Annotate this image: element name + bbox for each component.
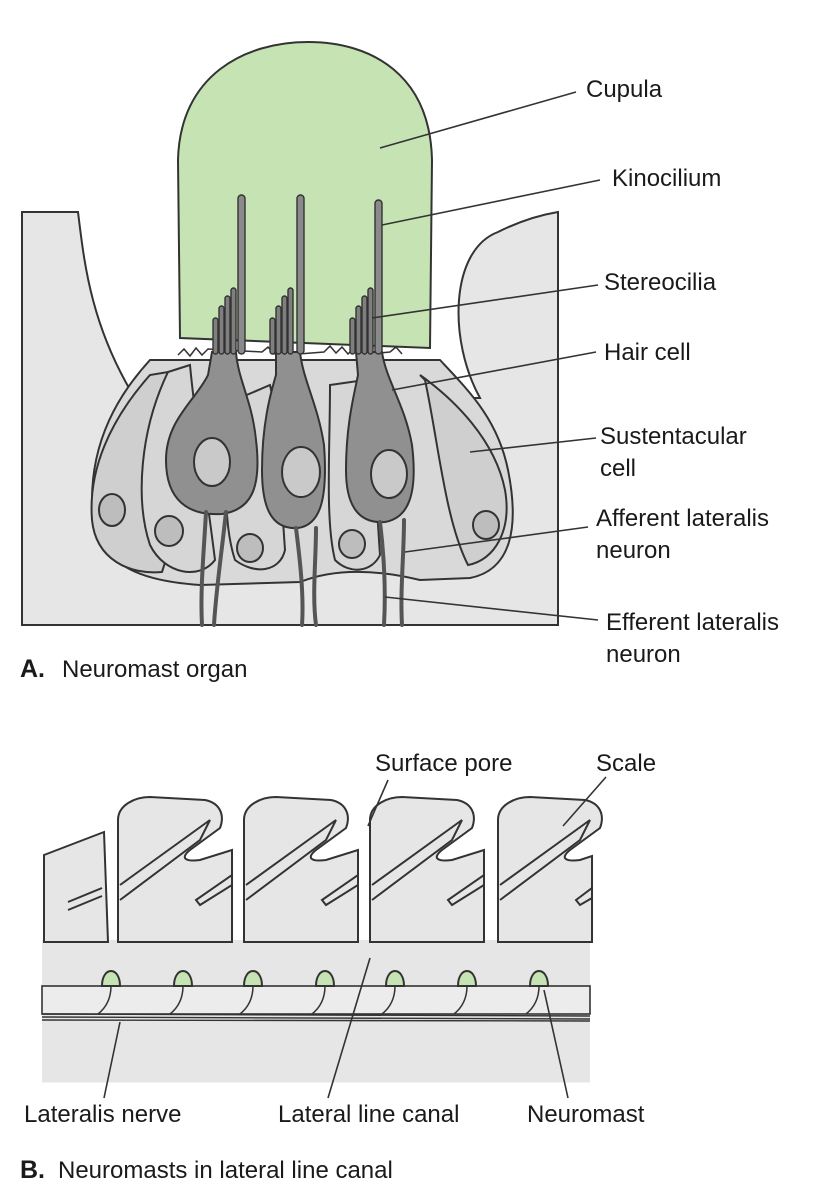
- label-cupula: Cupula: [586, 76, 663, 103]
- hair-cell-nucleus: [281, 446, 321, 498]
- hair-cell: [164, 351, 259, 516]
- nucleus: [236, 533, 264, 563]
- nucleus: [154, 515, 184, 547]
- label-efferent-neuron-line1: Efferent lateralis: [606, 609, 779, 636]
- neuromast: [525, 970, 550, 1015]
- neuromast: [97, 970, 122, 1015]
- label-surface-pore: Surface pore: [375, 750, 512, 777]
- kinocilia: [237, 194, 383, 355]
- label-sustentacular-cell-line2: cell: [600, 455, 636, 482]
- scales: [43, 795, 603, 943]
- scale: [369, 795, 485, 943]
- stereocilia-bundles: [212, 287, 374, 355]
- label-hair-cell: Hair cell: [604, 339, 691, 366]
- hair-cells: [164, 351, 415, 530]
- hair-cell-nucleus: [193, 437, 231, 487]
- label-kinocilium: Kinocilium: [612, 165, 721, 192]
- panel-b-caption-letter: B.: [20, 1156, 45, 1184]
- cupula: [176, 40, 434, 350]
- label-afferent-neuron-line1: Afferent lateralis: [596, 505, 769, 532]
- scale: [497, 795, 603, 943]
- scale: [243, 795, 359, 943]
- lateralis-nerve: [41, 1013, 591, 1022]
- label-lateralis-nerve: Lateralis nerve: [24, 1101, 181, 1128]
- neuromast: [453, 970, 478, 1015]
- panel-a-caption: Neuromast organ: [62, 656, 247, 683]
- panel-a-caption-letter: A.: [20, 655, 45, 683]
- scale: [43, 830, 110, 943]
- panel-a-leader-lines: [371, 91, 601, 621]
- neuromast: [381, 970, 406, 1015]
- panel-b-leader-lines: [103, 776, 607, 1099]
- label-efferent-neuron-line2: neuron: [606, 641, 681, 668]
- nucleus: [472, 510, 500, 540]
- panel-b-lateral-line-canal: Surface pore Scale Lateralis nerve Later…: [20, 750, 656, 1184]
- scale: [117, 795, 233, 943]
- hair-cell-nucleus: [370, 449, 408, 499]
- panel-a-neuromast-organ: Cupula Kinocilium Stereocilia Hair cell …: [20, 40, 779, 683]
- label-sustentacular-cell-line1: Sustentacular: [600, 423, 747, 450]
- canal-neuromasts: [97, 970, 550, 1015]
- nucleus: [98, 493, 126, 527]
- nucleus: [338, 529, 366, 559]
- panel-b-caption: Neuromasts in lateral line canal: [58, 1157, 393, 1184]
- label-stereocilia: Stereocilia: [604, 269, 717, 296]
- label-lateral-line-canal: Lateral line canal: [278, 1101, 459, 1128]
- lateralis-nerve-fibres: [199, 510, 406, 627]
- neuromast: [239, 970, 264, 1015]
- neuromast: [169, 970, 194, 1015]
- label-afferent-neuron-line2: neuron: [596, 537, 671, 564]
- label-scale: Scale: [596, 750, 656, 777]
- label-neuromast: Neuromast: [527, 1101, 645, 1128]
- neuromast: [311, 970, 336, 1015]
